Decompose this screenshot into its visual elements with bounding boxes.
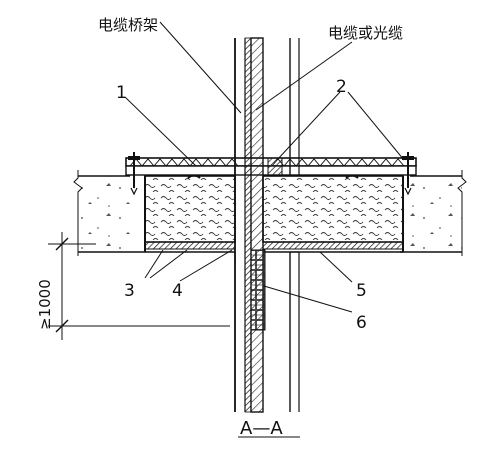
lower-sleeve (234, 251, 299, 262)
clip-marks (187, 174, 359, 179)
dimension-marker (48, 232, 230, 340)
callout-2: 2 (336, 77, 347, 97)
callout-6: 6 (356, 313, 367, 333)
tray-right-wall (289, 38, 300, 412)
firestop-fill (144, 175, 404, 252)
callout-3: 3 (124, 281, 135, 301)
callout-4: 4 (172, 281, 183, 301)
anchor-bolt-left (128, 152, 140, 196)
floor-slab-right (400, 175, 462, 253)
callout-5: 5 (356, 281, 367, 301)
leader-lines (124, 21, 405, 313)
floor-slab-left (78, 175, 145, 253)
anchor-bolt-right (402, 152, 414, 196)
dimension-label: ≥1000 (36, 279, 54, 330)
section-label: A—A (240, 418, 283, 439)
slab-break-marks (73, 170, 467, 256)
cable-fiber-label: 电缆或光缆 (328, 24, 403, 42)
cable-tray (234, 37, 252, 413)
cable-core (250, 37, 266, 413)
bottom-seal-layer (144, 241, 404, 253)
callout-1: 1 (116, 83, 127, 103)
cable-tray-label: 电缆桥架 (98, 16, 158, 34)
top-cover-plate (125, 157, 417, 176)
